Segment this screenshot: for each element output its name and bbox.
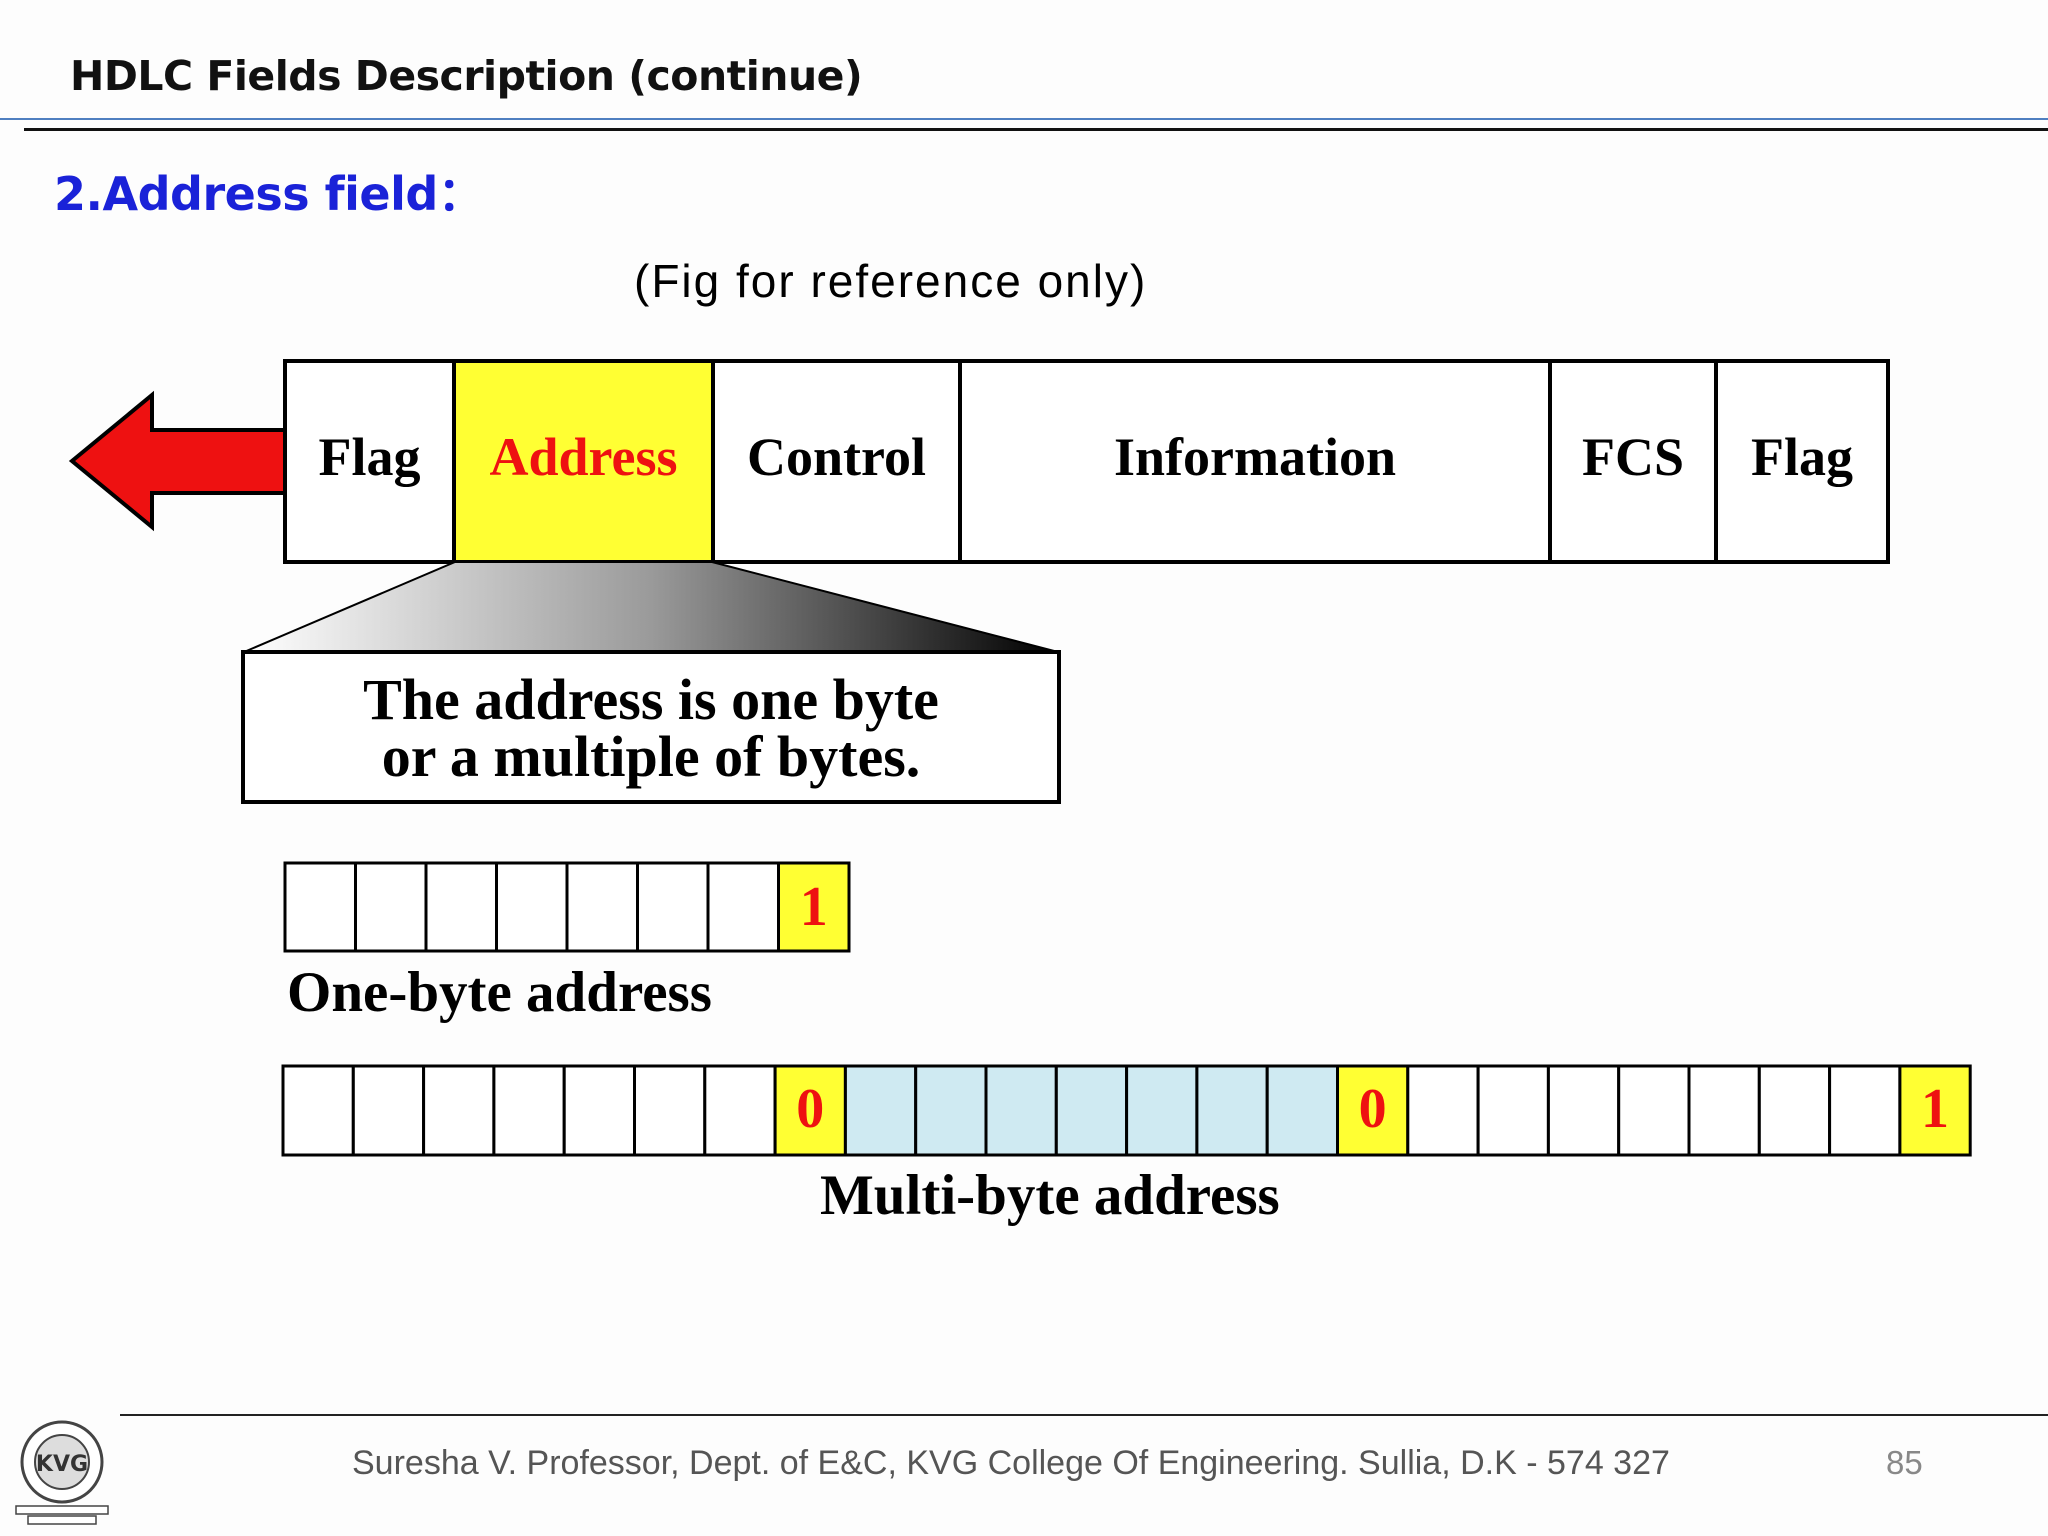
bit-cell xyxy=(281,1064,355,1157)
frame-field-fcs: FCS xyxy=(1548,359,1718,564)
bit-cell xyxy=(1195,1064,1269,1157)
section-heading: 2.Address field： xyxy=(54,167,484,221)
bit-cell xyxy=(843,1064,918,1157)
bit-cell: 0 xyxy=(773,1064,847,1157)
bit-cell xyxy=(424,861,498,953)
title-rule-black xyxy=(24,128,2048,131)
slide-title: HDLC Fields Description (continue) xyxy=(70,52,863,100)
logo-text: KVG xyxy=(36,1452,88,1477)
page-number: 85 xyxy=(1886,1444,1923,1481)
frame-field-label: Control xyxy=(747,427,926,487)
svg-text:1: 1 xyxy=(1921,1078,1949,1140)
direction-arrow-icon xyxy=(68,390,287,532)
frame-field-flag-start: Flag xyxy=(283,359,456,564)
frame-field-flag-end: Flag xyxy=(1714,359,1890,564)
frame-field-address: Address xyxy=(452,359,715,564)
frame-field-label: FCS xyxy=(1582,427,1684,487)
one-byte-label: One-byte address xyxy=(287,961,712,1024)
bit-cell: 1 xyxy=(777,861,851,953)
bit-cell xyxy=(914,1064,988,1157)
title-rule-blue xyxy=(0,118,2048,120)
frame-field-control: Control xyxy=(711,359,962,564)
bit-cell xyxy=(1125,1064,1199,1157)
frame-field-label: Flag xyxy=(319,427,421,487)
bit-cell xyxy=(1617,1064,1691,1157)
frame-field-label: Information xyxy=(1114,427,1396,487)
callout-line-1: The address is one byte xyxy=(363,667,939,732)
callout-fan xyxy=(243,561,1059,653)
bit-cell xyxy=(636,861,710,953)
bit-cell xyxy=(1757,1064,1832,1157)
bit-cell xyxy=(354,861,428,953)
one-byte-address: 1 xyxy=(283,861,851,953)
college-logo-icon: KVG xyxy=(15,1420,109,1525)
bit-cell xyxy=(703,1064,777,1157)
footer-rule xyxy=(120,1414,2048,1416)
bit-cell xyxy=(1265,1064,1339,1157)
footer-text: Suresha V. Professor, Dept. of E&C, KVG … xyxy=(352,1444,1670,1482)
svg-text:1: 1 xyxy=(800,876,828,938)
svg-text:0: 0 xyxy=(1359,1078,1387,1140)
bit-cell xyxy=(984,1064,1058,1157)
hdlc-frame: Flag Address Control Information FCS Flag xyxy=(283,359,1890,564)
bit-cell xyxy=(706,861,780,953)
bit-cell xyxy=(283,861,357,953)
frame-field-label: Address xyxy=(489,427,677,487)
bit-cell xyxy=(565,861,639,953)
frame-field-label: Flag xyxy=(1751,427,1853,487)
bit-cell: 0 xyxy=(1336,1064,1410,1157)
bit-cell xyxy=(562,1064,637,1157)
bit-cell xyxy=(351,1064,426,1157)
bit-cell xyxy=(1687,1064,1761,1157)
figure-note: (Fig for reference only) xyxy=(634,255,1148,307)
frame-field-information: Information xyxy=(958,359,1552,564)
callout-box xyxy=(241,650,1061,804)
bit-cell xyxy=(1828,1064,1902,1157)
svg-text:0: 0 xyxy=(796,1078,824,1140)
bit-cell xyxy=(492,1064,566,1157)
bit-cell xyxy=(1406,1064,1480,1157)
multi-byte-label: Multi-byte address xyxy=(820,1164,1280,1227)
multi-byte-address: 0 0 1 xyxy=(281,1064,1972,1157)
bit-cell xyxy=(1476,1064,1550,1157)
bit-cell xyxy=(633,1064,707,1157)
bit-cell xyxy=(1054,1064,1129,1157)
bit-cell xyxy=(495,861,569,953)
callout-line-2: or a multiple of bytes. xyxy=(382,724,921,789)
bit-cell xyxy=(422,1064,496,1157)
bit-cell: 1 xyxy=(1898,1064,1972,1157)
bit-cell xyxy=(1546,1064,1621,1157)
